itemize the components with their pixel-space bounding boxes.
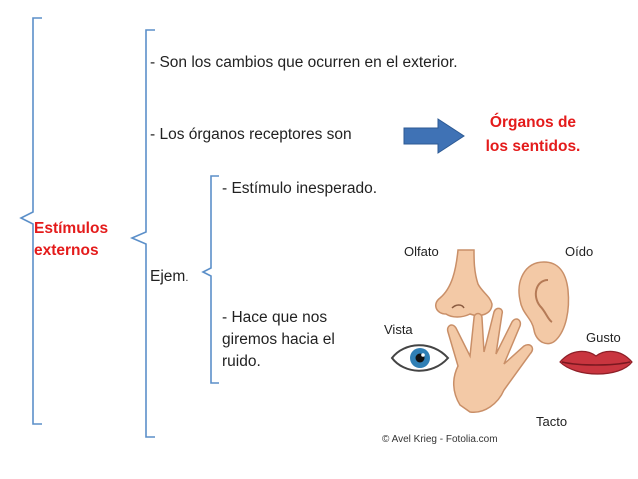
main-topic: Estímulos externos xyxy=(34,218,108,262)
example2-line3: ruido. xyxy=(222,353,261,370)
label-vista: Vista xyxy=(384,322,413,337)
nose-icon xyxy=(435,249,493,318)
right-arrow-icon xyxy=(403,118,465,154)
example-label-text: Ejem xyxy=(150,268,186,285)
example-bracket xyxy=(201,175,219,384)
label-oido: Oído xyxy=(565,244,594,259)
example-label: Ejem. xyxy=(150,266,188,289)
inner-bracket xyxy=(129,29,155,438)
image-credit: © Avel Krieg - Fotolia.com xyxy=(382,434,498,445)
outer-bracket xyxy=(19,17,42,425)
main-topic-line2: externos xyxy=(34,242,99,259)
example2-line1: - Hace que nos xyxy=(222,309,328,326)
example2-text: - Hace que nos giremos hacia el ruido. xyxy=(222,307,335,373)
callout-line2: los sentidos. xyxy=(485,138,581,155)
sense-organs-callout: Órganos de los sentidos. xyxy=(478,111,588,159)
definition-text: - Son los cambios que ocurren en el exte… xyxy=(150,54,458,71)
example1-text: - Estímulo inesperado. xyxy=(222,180,378,197)
example-label-dot: . xyxy=(185,272,189,284)
hand-icon xyxy=(446,307,534,413)
label-olfato: Olfato xyxy=(404,244,439,259)
label-tacto: Tacto xyxy=(536,414,568,429)
main-topic-line1: Estímulos xyxy=(34,220,109,237)
eye-icon xyxy=(390,344,450,372)
label-gusto: Gusto xyxy=(586,330,621,345)
callout-line1: Órganos de xyxy=(489,114,577,131)
example2-line2: giremos hacia el xyxy=(222,331,335,348)
ear-icon xyxy=(518,261,570,345)
lips-icon xyxy=(559,350,633,375)
receptors-text: - Los órganos receptores son xyxy=(150,126,352,143)
